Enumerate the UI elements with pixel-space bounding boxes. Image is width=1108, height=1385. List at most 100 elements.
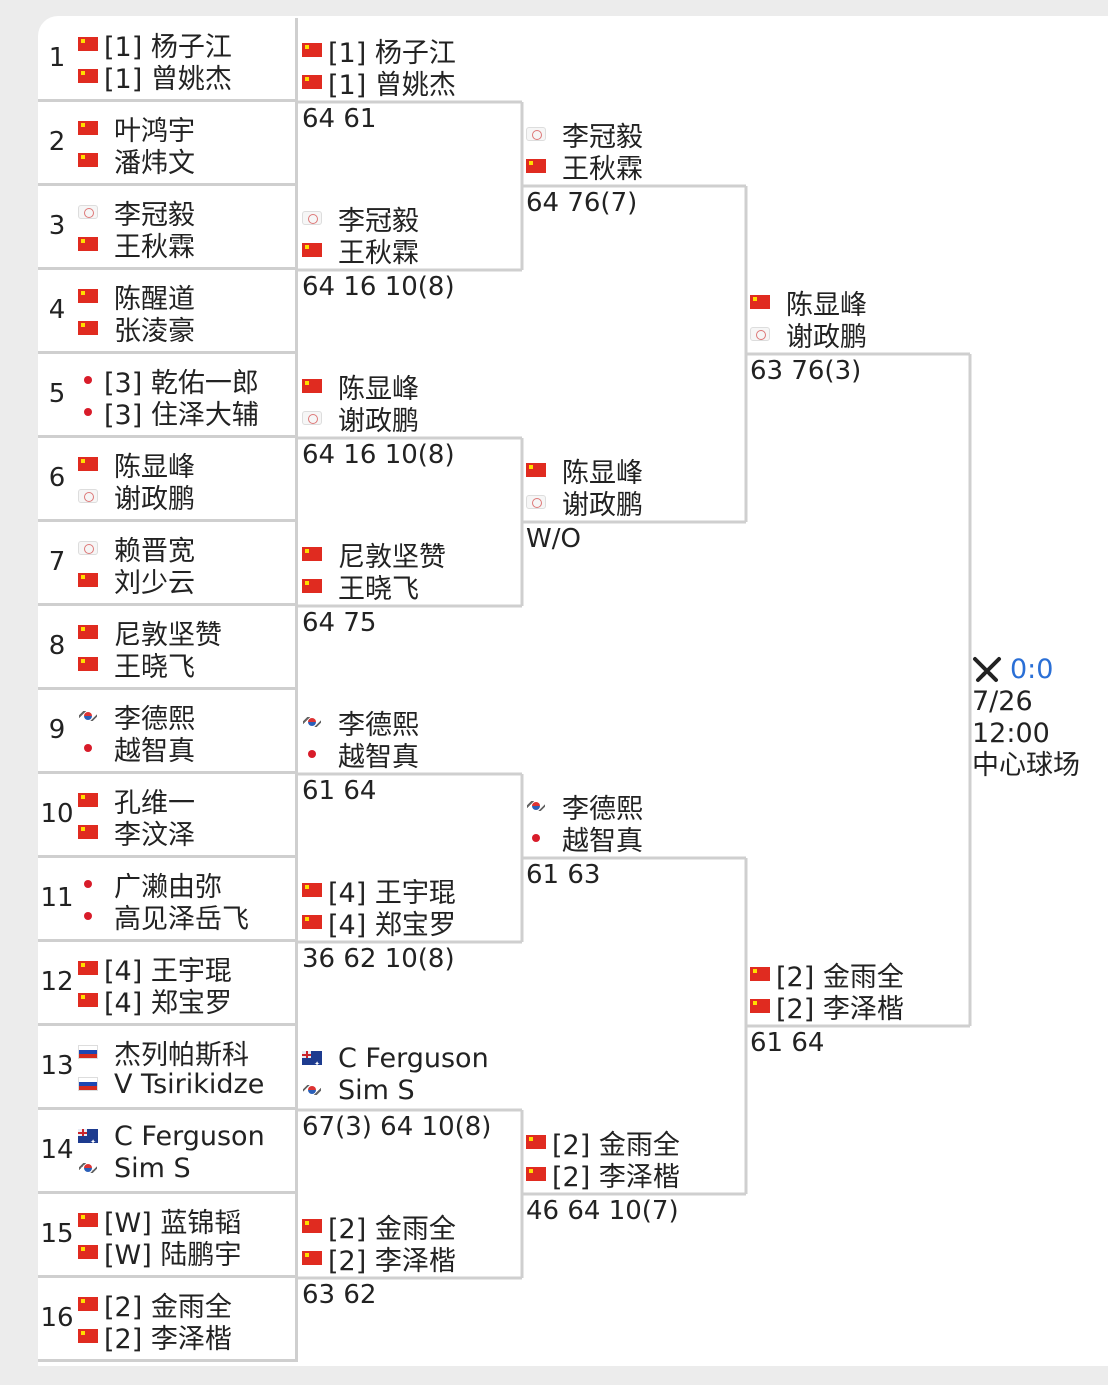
team-line[interactable]: 尼敦坚赞 [78,616,222,651]
player-name[interactable]: [3] 住泽大辅 [104,399,259,431]
team-line[interactable]: Sim S [78,1152,265,1184]
player-name[interactable]: [2] 李泽楷 [104,1323,232,1355]
player-name[interactable]: 李冠毅 [338,205,419,237]
player-name[interactable]: [2] 金雨全 [104,1291,232,1323]
advanced-team[interactable]: [2] 金雨全[2] 李泽楷 [302,1210,456,1277]
team-line[interactable]: 赖晋宽 [78,532,195,567]
player-name[interactable]: 杰列帕斯科 [114,1039,249,1071]
player-name[interactable]: 陈显峰 [786,289,867,321]
team-line[interactable]: 谢政鹏 [302,402,419,437]
advanced-team[interactable]: 李冠毅王秋霖 [526,118,643,185]
team-line[interactable]: 陈显峰 [78,448,195,483]
advanced-team[interactable]: 陈显峰谢政鹏 [526,454,643,521]
player-name[interactable]: C Ferguson [114,1120,265,1152]
player-name[interactable]: 王秋霖 [114,231,195,263]
player-name[interactable]: 张淩豪 [114,315,195,347]
team-line[interactable]: 潘炜文 [78,144,195,179]
player-name[interactable]: 王晓飞 [338,573,419,605]
advanced-team[interactable]: 尼敦坚赞王晓飞 [302,538,446,605]
team-line[interactable]: 谢政鹏 [526,486,643,521]
player-name[interactable]: 陈显峰 [562,457,643,489]
team-line[interactable]: 高见泽岳飞 [78,900,249,935]
team-pair[interactable]: 尼敦坚赞王晓飞 [78,616,222,683]
team-pair[interactable]: 陈显峰谢政鹏 [78,448,195,515]
player-name[interactable]: 高见泽岳飞 [114,903,249,935]
player-name[interactable]: V Tsirikidze [114,1068,265,1100]
team-line[interactable]: [4] 王宇琨 [78,952,232,987]
team-line[interactable]: [2] 李泽楷 [302,1242,456,1277]
player-name[interactable]: 王晓飞 [114,651,195,683]
player-name[interactable]: 王秋霖 [338,237,419,269]
player-name[interactable]: 李冠毅 [114,199,195,231]
team-pair[interactable]: [3] 乾佑一郎[3] 住泽大辅 [78,364,259,431]
player-name[interactable]: 李德熙 [562,793,643,825]
player-name[interactable]: 谢政鹏 [562,489,643,521]
player-name[interactable]: 陈醒道 [114,283,195,315]
player-name[interactable]: 赖晋宽 [114,535,195,567]
player-name[interactable]: 李冠毅 [562,121,643,153]
team-line[interactable]: C Ferguson [78,1120,265,1152]
team-line[interactable]: [3] 住泽大辅 [78,396,259,431]
player-name[interactable]: 潘炜文 [114,147,195,179]
team-line[interactable]: 李德熙 [526,790,643,825]
player-name[interactable]: 越智真 [114,735,195,767]
player-name[interactable]: 李汶泽 [114,819,195,851]
player-name[interactable]: [2] 李泽楷 [776,993,904,1025]
team-line[interactable]: 李冠毅 [526,118,643,153]
player-name[interactable]: [W] 蓝锦韬 [104,1207,242,1239]
player-name[interactable]: [4] 王宇琨 [104,955,232,987]
team-line[interactable]: 广濑由弥 [78,868,249,903]
team-line[interactable]: 李德熙 [302,706,419,741]
player-name[interactable]: [2] 李泽楷 [552,1161,680,1193]
team-line[interactable]: [4] 郑宝罗 [78,984,232,1019]
player-name[interactable]: 谢政鹏 [786,321,867,353]
team-line[interactable]: Sim S [302,1074,489,1106]
team-pair[interactable]: [W] 蓝锦韬[W] 陆鹏宇 [78,1204,241,1271]
team-line[interactable]: [2] 金雨全 [526,1126,680,1161]
player-name[interactable]: 陈显峰 [114,451,195,483]
player-name[interactable]: [3] 乾佑一郎 [104,367,259,399]
team-line[interactable]: [W] 蓝锦韬 [78,1204,241,1239]
player-name[interactable]: 李德熙 [114,703,195,735]
team-line[interactable]: 谢政鹏 [78,480,195,515]
team-line[interactable]: [1] 杨子江 [78,28,232,63]
player-name[interactable]: C Ferguson [338,1042,489,1074]
team-pair[interactable]: 广濑由弥高见泽岳飞 [78,868,249,935]
player-name[interactable]: 尼敦坚赞 [114,619,222,651]
team-line[interactable]: [2] 金雨全 [302,1210,456,1245]
match-slot[interactable]: 1[1] 杨子江[1] 曾姚杰 [38,18,298,102]
advanced-team[interactable]: [2] 金雨全[2] 李泽楷 [526,1126,680,1193]
team-line[interactable]: 陈显峰 [750,286,867,321]
player-name[interactable]: 广濑由弥 [114,871,222,903]
advanced-team[interactable]: 陈显峰谢政鹏 [302,370,419,437]
match-slot[interactable]: 16[2] 金雨全[2] 李泽楷 [38,1278,298,1362]
player-name[interactable]: 越智真 [562,825,643,857]
team-line[interactable]: [4] 王宇琨 [302,874,456,909]
player-name[interactable]: [2] 金雨全 [328,1213,456,1245]
team-line[interactable]: 李冠毅 [78,196,195,231]
team-pair[interactable]: 赖晋宽刘少云 [78,532,195,599]
player-name[interactable]: [2] 金雨全 [552,1129,680,1161]
player-name[interactable]: 孔维一 [114,787,195,819]
player-name[interactable]: [4] 王宇琨 [328,877,456,909]
match-slot[interactable]: 12[4] 王宇琨[4] 郑宝罗 [38,942,298,1026]
player-name[interactable]: 谢政鹏 [114,483,195,515]
team-line[interactable]: [4] 郑宝罗 [302,906,456,941]
team-line[interactable]: [W] 陆鹏宇 [78,1236,241,1271]
team-line[interactable]: [1] 曾姚杰 [78,60,232,95]
player-name[interactable]: [4] 郑宝罗 [104,987,232,1019]
team-line[interactable]: 尼敦坚赞 [302,538,446,573]
team-pair[interactable]: 孔维一李汶泽 [78,784,195,851]
match-slot[interactable]: 15[W] 蓝锦韬[W] 陆鹏宇 [38,1194,298,1278]
team-pair[interactable]: 叶鸿宇潘炜文 [78,112,195,179]
player-name[interactable]: 刘少云 [114,567,195,599]
player-name[interactable]: 陈显峰 [338,373,419,405]
